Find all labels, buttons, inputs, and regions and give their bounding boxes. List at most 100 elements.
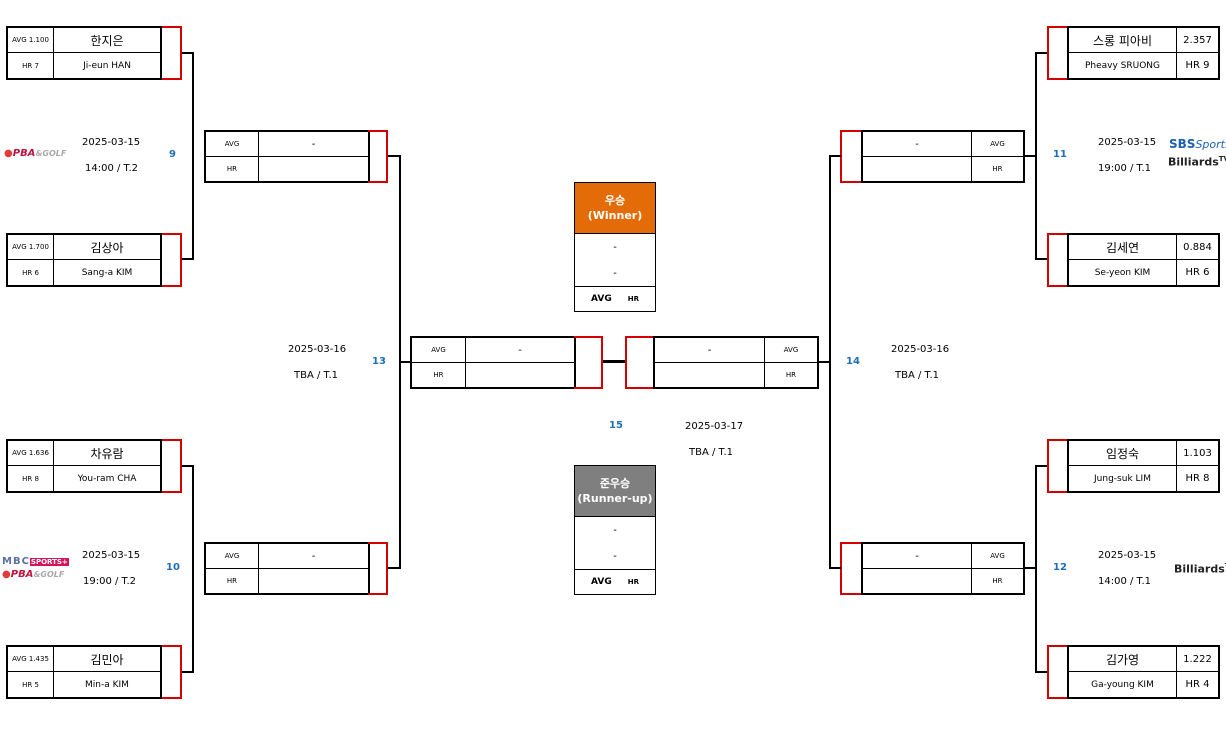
bracket-line xyxy=(1035,465,1037,673)
player-name-en: You-ram CHA xyxy=(77,473,137,484)
slot-hr-label: HR xyxy=(992,165,1003,173)
score-frame xyxy=(368,542,388,595)
slot-player-en xyxy=(655,363,765,387)
score-frame xyxy=(162,233,182,287)
match-number: 13 xyxy=(372,356,386,367)
player-hr: HR 8 xyxy=(1185,473,1210,484)
sbs-sports-logo: SBSSports xyxy=(1169,137,1226,151)
slot-avg-label: AVG xyxy=(412,338,466,363)
player-name-ko: 임정숙 xyxy=(1069,441,1177,466)
final-slot-right: - AVG HR xyxy=(653,336,819,389)
bracket-line xyxy=(1024,567,1036,569)
player-avg: AVG 1.100 xyxy=(8,28,54,53)
winner-header: 우승 (Winner) xyxy=(575,183,655,234)
player-card-ga-young-kim: 김가영 Ga-young KIM 1.222 HR 4 xyxy=(1067,645,1220,699)
winner-name: - xyxy=(613,241,617,253)
slot-avg-label: AVG xyxy=(206,132,259,157)
match-time: TBA / T.1 xyxy=(294,370,338,381)
player-card-pheavy-sruong: 스롱 피아비 Pheavy SRUONG 2.357 HR 9 xyxy=(1067,26,1220,80)
runnerup-title-en: (Runner-up) xyxy=(577,492,653,505)
player-avg: 1.103 xyxy=(1177,441,1218,466)
player-name-ko: 스롱 피아비 xyxy=(1069,28,1177,53)
slot-player-name: - xyxy=(863,132,972,157)
slot-avg-label: AVG xyxy=(765,338,817,363)
match-time: 14:00 / T.1 xyxy=(1098,576,1152,587)
player-hr: HR 7 xyxy=(8,53,54,78)
slot-hr-label: HR xyxy=(992,577,1003,585)
bracket-line xyxy=(182,465,193,467)
bracket-line xyxy=(1035,671,1048,673)
runnerup-stats: AVG HR xyxy=(575,570,655,594)
score-frame xyxy=(162,439,182,493)
bracket-line xyxy=(1035,52,1037,260)
bracket-line xyxy=(1035,52,1048,54)
slot-player-name: - xyxy=(655,338,765,363)
match-date: 2025-03-15 xyxy=(82,550,141,561)
player-name-ko: 한지은 xyxy=(54,28,160,53)
player-name-en: Min-a KIM xyxy=(85,679,129,690)
bracket-line xyxy=(182,52,193,54)
player-name-ko: 김가영 xyxy=(1069,647,1177,672)
player-avg: 1.222 xyxy=(1177,647,1218,672)
billiards-tv-logo: BilliardsTV xyxy=(1168,155,1226,169)
player-name-en: Ji-eun HAN xyxy=(83,60,131,71)
match-number: 14 xyxy=(846,356,860,367)
slot-hr-label: HR xyxy=(412,363,466,387)
winner-title-ko: 우승 xyxy=(604,194,626,207)
bracket-line xyxy=(182,671,193,673)
player-hr: HR 6 xyxy=(1185,267,1210,278)
player-hr: HR 5 xyxy=(8,672,54,697)
player-card-sang-a-kim: AVG 1.700 HR 6 김상아 Sang-a KIM xyxy=(6,233,162,287)
runnerup-avg-label: AVG xyxy=(591,577,612,587)
runnerup-name: - xyxy=(613,524,617,536)
match-time: 14:00 / T.2 xyxy=(85,163,139,174)
score-frame xyxy=(1047,439,1069,493)
slot-avg-label: AVG xyxy=(206,544,259,569)
match-date: 2025-03-16 xyxy=(891,344,950,355)
player-name-en: Se-yeon KIM xyxy=(1069,260,1177,285)
winner-hr-label: HR xyxy=(627,295,639,303)
score-frame xyxy=(368,130,388,183)
bracket-line xyxy=(192,52,194,260)
runnerup-hr-label: HR xyxy=(627,578,639,586)
bracket-line xyxy=(388,155,400,157)
slot-player-name: - xyxy=(466,338,574,363)
match-date: 2025-03-17 xyxy=(685,421,744,432)
slot-player-name: - xyxy=(259,544,368,569)
pba-golf-logo: ●PBA&GOLF xyxy=(4,148,67,159)
bracket-line xyxy=(829,155,841,157)
player-hr: HR 8 xyxy=(8,466,54,491)
slot-hr-label: HR xyxy=(206,157,259,181)
winner-title-en: (Winner) xyxy=(587,209,643,222)
match-time: 19:00 / T.1 xyxy=(1098,163,1152,174)
player-name-en: Jung-suk LIM xyxy=(1069,466,1177,491)
runnerup-box: 준우승 (Runner-up) - - AVG HR xyxy=(574,465,656,595)
match-date: 2025-03-15 xyxy=(1098,137,1157,148)
semi-slot-left-bottom: AVG HR - xyxy=(204,542,370,595)
match-number: 15 xyxy=(609,420,623,431)
player-name-en: Sang-a KIM xyxy=(81,267,133,278)
match-number: 10 xyxy=(166,562,180,573)
semi-slot-left-top: AVG HR - xyxy=(204,130,370,183)
bracket-line xyxy=(829,567,841,569)
match-date: 2025-03-15 xyxy=(1098,550,1157,561)
player-name-ko: 차유람 xyxy=(54,441,160,466)
slot-player-en xyxy=(466,363,574,387)
slot-player-en xyxy=(863,157,972,181)
slot-player-en xyxy=(259,157,368,181)
pba-golf-logo: ●PBA&GOLF xyxy=(2,569,65,580)
score-frame xyxy=(840,542,863,595)
winner-avg-label: AVG xyxy=(591,294,612,304)
player-name-ko: 김민아 xyxy=(54,647,160,672)
slot-avg-label: AVG xyxy=(972,132,1023,157)
score-frame xyxy=(1047,233,1069,287)
bracket-line xyxy=(399,361,411,363)
winner-stats: AVG HR xyxy=(575,287,655,311)
bracket-line xyxy=(603,360,626,363)
slot-hr-label: HR xyxy=(785,371,797,379)
score-frame xyxy=(1047,26,1069,80)
bracket-line xyxy=(818,361,830,363)
slot-player-name: - xyxy=(863,544,972,569)
player-name-ko: 김상아 xyxy=(54,235,160,260)
player-avg: AVG 1.700 xyxy=(8,235,54,260)
